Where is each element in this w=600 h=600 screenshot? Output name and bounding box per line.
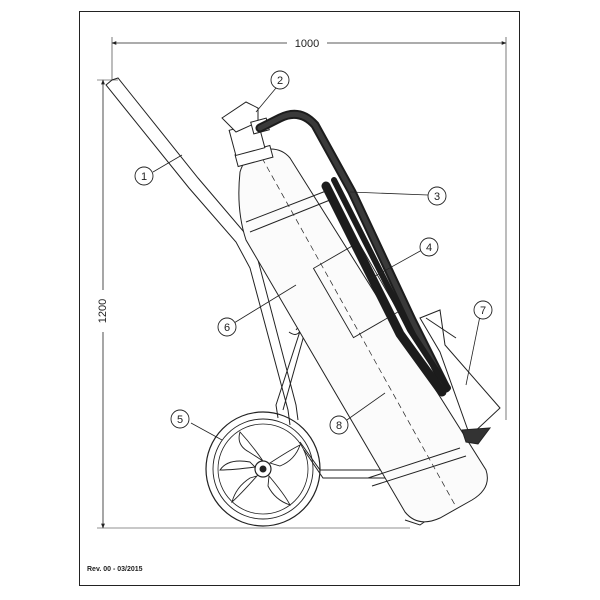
height-dimension: 1200 xyxy=(97,79,410,529)
discharge-hose xyxy=(255,109,451,397)
height-dimension-label: 1200 xyxy=(97,299,109,323)
callout-3: 3 xyxy=(427,186,447,206)
callout-1: 1 xyxy=(134,166,154,186)
width-dimension-label: 1000 xyxy=(295,38,319,50)
discharge-horn xyxy=(419,309,501,445)
revision-note: Rev. 00 - 03/2015 xyxy=(87,566,143,573)
callout-6-label: 6 xyxy=(224,322,230,334)
drawing-frame xyxy=(79,11,520,586)
valve-assembly xyxy=(221,101,274,168)
callout-4-label: 4 xyxy=(426,242,432,254)
callout-2: 2 xyxy=(270,70,290,90)
callout-leaders xyxy=(152,87,481,441)
callout-1-label: 1 xyxy=(141,171,147,183)
callout-8: 8 xyxy=(329,415,349,435)
callout-5-label: 5 xyxy=(177,414,183,426)
label-plate xyxy=(312,241,400,339)
callout-8-label: 8 xyxy=(336,420,342,432)
callout-7: 7 xyxy=(473,300,493,320)
callout-3-label: 3 xyxy=(434,191,440,203)
callout-2-label: 2 xyxy=(277,75,283,87)
wheel xyxy=(205,411,321,527)
callout-4: 4 xyxy=(419,237,439,257)
extinguisher-cylinder xyxy=(238,148,488,523)
callout-5: 5 xyxy=(170,409,190,429)
callout-6: 6 xyxy=(217,317,237,337)
callout-7-label: 7 xyxy=(480,305,486,317)
width-dimension: 1000 xyxy=(111,37,507,420)
